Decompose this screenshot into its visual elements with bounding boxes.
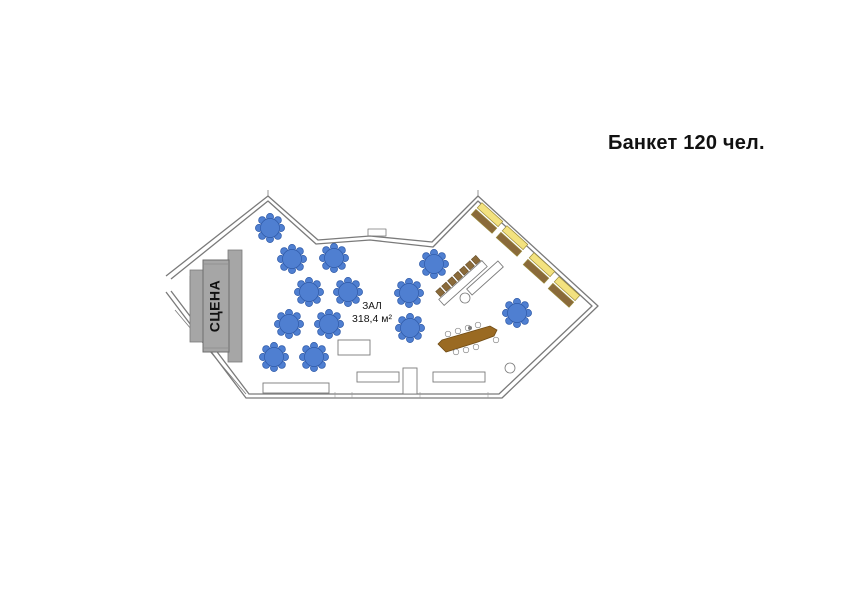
round-table xyxy=(258,341,290,373)
round-table xyxy=(318,242,350,274)
service-tables xyxy=(262,260,504,395)
hall-area: 318,4 м² xyxy=(352,313,392,325)
bottom-wall-details xyxy=(334,392,489,398)
stage-label: СЦЕНА xyxy=(207,280,223,332)
round-table xyxy=(273,308,305,340)
round-table xyxy=(298,341,330,373)
round-table xyxy=(254,212,286,244)
sofa-group xyxy=(522,252,556,284)
sofa-group xyxy=(470,202,504,234)
round-table xyxy=(293,276,325,308)
hall-name: ЗАЛ xyxy=(362,301,382,312)
round-table xyxy=(418,248,450,280)
stage: СЦЕНА xyxy=(189,249,243,363)
long-table xyxy=(435,254,488,306)
sofa-groups xyxy=(470,202,581,308)
round-table xyxy=(394,312,426,344)
round-table xyxy=(393,277,425,309)
round-table xyxy=(501,297,533,329)
page-title: Банкет 120 чел. xyxy=(608,132,765,154)
round-table xyxy=(332,276,364,308)
round-table xyxy=(276,243,308,275)
round-tables xyxy=(254,212,533,373)
bar-counter xyxy=(437,292,516,374)
sofa-group xyxy=(495,225,529,257)
sofa-group xyxy=(547,276,581,308)
round-table xyxy=(313,308,345,340)
